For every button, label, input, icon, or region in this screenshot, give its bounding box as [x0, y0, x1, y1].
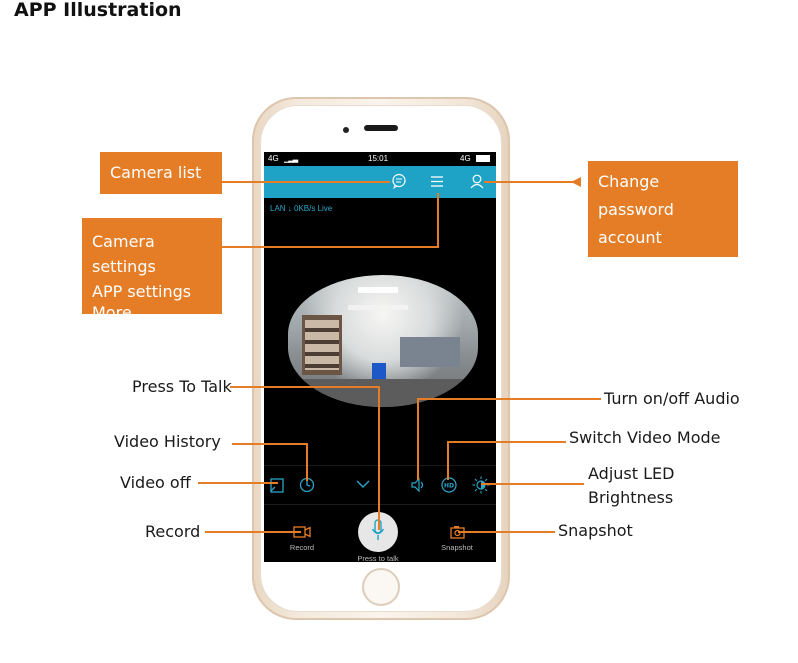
label-video-off: Video off — [120, 473, 191, 492]
connector-record — [205, 531, 301, 533]
label-press-to-talk: Press To Talk — [132, 377, 232, 396]
connector-account — [484, 181, 576, 183]
lan-status: LAN ↓ 0KB/s Live — [270, 204, 333, 213]
status-network-right: 4G — [460, 154, 471, 163]
speaker-icon[interactable] — [410, 477, 426, 493]
blue-chair — [372, 363, 386, 379]
signal-icon: ▁▂▃ — [284, 156, 298, 163]
front-camera — [343, 127, 349, 133]
connector-led — [481, 483, 584, 485]
page-title: APP Illustration — [14, 0, 182, 21]
press-to-talk-label: Press to talk — [357, 554, 399, 562]
callout-change-password-line: Change password — [598, 172, 674, 219]
home-button[interactable] — [362, 568, 400, 606]
brightness-icon[interactable] — [472, 476, 490, 494]
snapshot-button[interactable]: Snapshot — [436, 522, 478, 552]
connector-snapshot — [458, 531, 555, 533]
video-off-icon[interactable] — [270, 478, 284, 493]
connector-camera-settings-h — [222, 246, 439, 248]
status-network: 4G — [268, 154, 279, 163]
label-video-history: Video History — [114, 432, 221, 451]
connector-video-mode-v — [447, 441, 449, 480]
earpiece — [364, 125, 398, 131]
svg-text:HD: HD — [444, 483, 454, 490]
callout-account-switching-line: account switching — [598, 228, 674, 275]
phone-screen: 4G ▁▂▃ 15:01 4G LAN ↓ 0KB/s Live — [264, 152, 496, 562]
floor — [288, 379, 478, 407]
connector-audio-v — [417, 398, 419, 480]
chevron-down-icon[interactable] — [356, 479, 370, 489]
callout-camera-settings-line: Camera settings — [92, 232, 156, 276]
callout-camera-list-text: Camera list — [110, 163, 202, 182]
label-record: Record — [145, 522, 201, 541]
label-adjust-led-line: Adjust LED — [588, 464, 675, 483]
label-turn-audio: Turn on/off Audio — [604, 389, 740, 408]
label-adjust-led: Adjust LED Brightness — [588, 462, 674, 510]
connector-video-off — [198, 482, 278, 484]
snapshot-label: Snapshot — [441, 543, 473, 552]
camera-video-feed — [288, 275, 478, 407]
connector-video-mode-h — [447, 441, 566, 443]
connector-camera-list — [222, 181, 390, 183]
record-label: Record — [289, 543, 315, 552]
label-brightness-line: Brightness — [588, 488, 674, 507]
connector-audio-h — [417, 398, 601, 400]
snapshot-icon — [450, 526, 465, 539]
callout-account: Change password account switching Exit — [588, 161, 738, 303]
shelf-items — [305, 320, 339, 370]
label-snapshot: Snapshot — [558, 521, 633, 540]
chat-icon[interactable] — [391, 173, 407, 189]
callout-camera-settings: Camera settings APP settings More — [82, 218, 222, 322]
record-button[interactable]: Record — [282, 522, 322, 552]
connector-video-history-h — [232, 443, 308, 445]
desk-area — [400, 337, 460, 367]
menu-icon[interactable] — [431, 175, 443, 188]
connector-press-to-talk-h — [230, 386, 380, 388]
battery-icon — [476, 155, 490, 162]
callout-app-settings-line: APP settings — [92, 282, 192, 301]
ceiling-light — [348, 305, 408, 310]
ceiling-light — [358, 287, 398, 293]
status-bar: 4G ▁▂▃ 15:01 4G — [264, 152, 496, 166]
arrow-head-icon — [571, 177, 581, 187]
video-controls-row: HD — [264, 465, 496, 505]
label-switch-video-mode: Switch Video Mode — [569, 428, 721, 447]
status-time: 15:01 — [368, 154, 389, 163]
connector-video-history-v — [306, 443, 308, 481]
callout-camera-list: Camera list — [100, 152, 222, 194]
hd-icon[interactable]: HD — [441, 477, 457, 493]
callout-exit-line: Exit — [598, 284, 629, 303]
user-icon[interactable] — [470, 174, 484, 189]
callout-more-line: More — [92, 303, 132, 322]
connector-camera-settings-v — [437, 193, 439, 248]
connector-press-to-talk-v — [378, 386, 380, 530]
